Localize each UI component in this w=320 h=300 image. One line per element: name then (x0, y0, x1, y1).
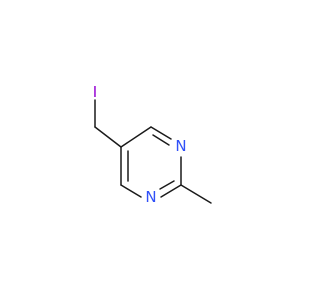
bond-layer (94, 99, 212, 204)
bond-n3-c4 (120, 184, 142, 198)
bond-c2-n3-inner (159, 180, 175, 190)
atom-n3-label: N (145, 188, 156, 206)
bond-c5-c6 (120, 126, 152, 148)
molecule-structure: I N N (93, 83, 212, 206)
atom-iodine-label: I (93, 83, 97, 101)
atom-labels: I N N (93, 83, 187, 206)
bond-c2-n3 (160, 184, 182, 198)
bond-ch2-c5 (94, 126, 122, 148)
atom-n1-label: N (175, 137, 186, 155)
bond-c2-methyl (180, 184, 212, 204)
bond-c6-n1-inner (152, 134, 170, 146)
bond-c6-n1 (150, 126, 172, 140)
